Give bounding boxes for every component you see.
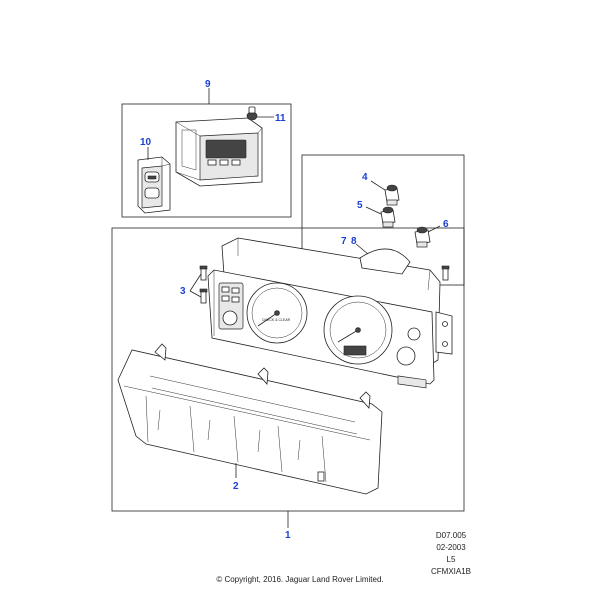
ref-id: CFMXIA1B [430,567,471,576]
bulb-6 [414,226,431,248]
instrument-cluster: CHECK & CLEAR [207,237,453,396]
callout-3: 3 [180,286,186,297]
callout-6: 6 [443,219,449,230]
speedometer [323,295,393,365]
screws [199,265,208,304]
clock-display-unit [175,117,263,187]
ref-code: D07.005 [435,531,467,540]
frame-clock-group [121,103,292,218]
callout-8: 8 [351,236,357,247]
callout-11: 11 [275,113,286,124]
callout-7: 7 [341,236,347,247]
leader-lines [147,88,441,528]
screw-right [441,265,450,281]
copyright-notice: © Copyright, 2016. Jaguar Land Rover Lim… [216,575,384,584]
callout-9: 9 [205,79,211,90]
callout-5: 5 [357,200,363,211]
callout-2: 2 [233,481,239,492]
tacho-label: CHECK & CLEAR [262,318,291,322]
bulb-4 [384,184,400,206]
ref-level: L5 [446,555,456,564]
lens-bezel [117,343,383,495]
bulb-5 [380,206,396,228]
callout-4: 4 [362,172,368,183]
clock-bulb [246,106,258,121]
callout-10: 10 [140,137,152,148]
switch-unit [137,156,171,214]
tachometer: CHECK & CLEAR [246,282,308,344]
callout-1: 1 [285,530,291,541]
ref-date: 02-2003 [436,543,466,552]
